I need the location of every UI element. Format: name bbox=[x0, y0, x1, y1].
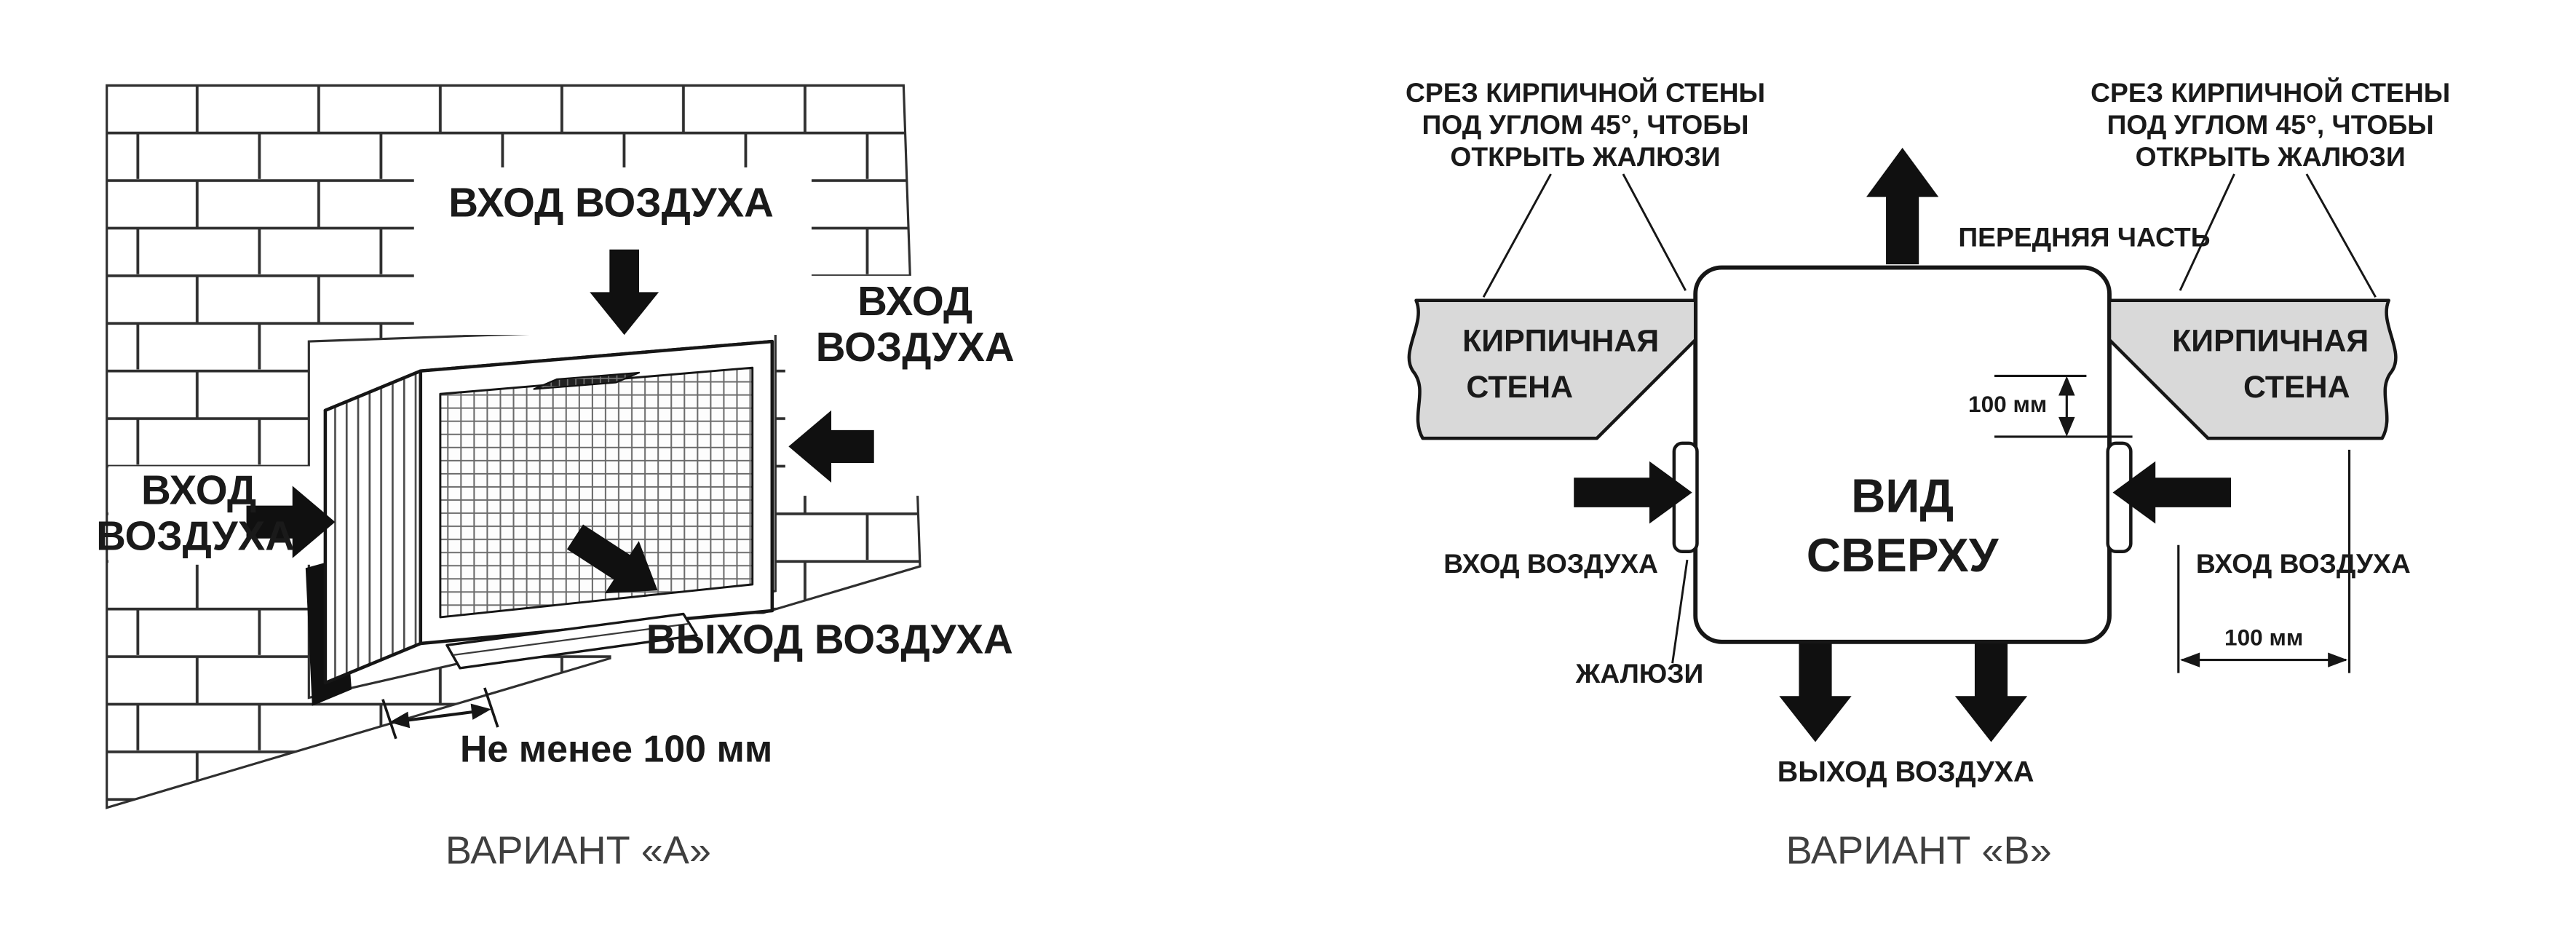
label-brick-wall-right-2: СТЕНА bbox=[2243, 370, 2350, 405]
label-top-view-2: СВЕРХУ bbox=[1807, 528, 2000, 582]
air-outlet-arrow-right bbox=[1954, 643, 2028, 742]
air-inlet-right-arrow-b bbox=[2112, 461, 2232, 524]
label-air-inlet-left-1: ВХОД bbox=[141, 467, 256, 512]
ac-unit-outlet-flap-slat bbox=[453, 622, 689, 656]
brick-wall-left bbox=[1407, 298, 1697, 440]
cut-note-right-1: СРЕЗ КИРПИЧНОЙ СТЕНЫ bbox=[2090, 77, 2450, 108]
ac-unit-top-vent bbox=[533, 371, 641, 390]
brick-wall-right bbox=[2107, 298, 2398, 440]
label-brick-wall-left-1: КИРПИЧНАЯ bbox=[1462, 324, 1659, 359]
cut-note-right-2: ПОД УГЛОМ 45°, ЧТОБЫ bbox=[2107, 109, 2434, 140]
clearance-dimension bbox=[381, 687, 499, 740]
label-air-inlet-right-1: ВХОД bbox=[857, 278, 972, 324]
air-outlet-arrow bbox=[566, 524, 658, 594]
cut-note-left-3: ОТКРЫТЬ ЖАЛЮЗИ bbox=[1450, 141, 1720, 172]
label-dim-100-front: 100 мм bbox=[1968, 391, 2047, 417]
label-top-view-1: ВИД bbox=[1851, 470, 1954, 523]
label-air-outlet: ВЫХОД ВОЗДУХА bbox=[646, 617, 1013, 662]
label-air-inlet-left-b: ВХОД ВОЗДУХА bbox=[1443, 548, 1658, 579]
label-air-inlet-left-2: ВОЗДУХА bbox=[96, 513, 295, 559]
label-brick-wall-right-1: КИРПИЧНАЯ bbox=[2172, 324, 2369, 359]
louvers-leader bbox=[1671, 559, 1689, 664]
label-brick-wall-left-2: СТЕНА bbox=[1466, 370, 1573, 405]
caption-variant-a: ВАРИАНТ «А» bbox=[445, 828, 711, 872]
label-front-part: ПЕРЕДНЯЯ ЧАСТЬ bbox=[1958, 221, 2210, 252]
label-air-inlet-top: ВХОД ВОЗДУХА bbox=[448, 180, 774, 226]
caption-variant-b: ВАРИАНТ «В» bbox=[1786, 828, 2052, 872]
label-louvers: ЖАЛЮЗИ bbox=[1575, 658, 1704, 689]
cut-note-left-1: СРЕЗ КИРПИЧНОЙ СТЕНЫ bbox=[1406, 77, 1765, 108]
label-air-inlet-right-b: ВХОД ВОЗДУХА bbox=[2196, 548, 2411, 579]
ac-unit-front-louver-face bbox=[323, 369, 423, 685]
air-inlet-top-arrow bbox=[590, 249, 659, 336]
cut-note-leaders bbox=[1482, 173, 2377, 298]
ac-unit-side-grille bbox=[439, 366, 754, 619]
dimension-100-side bbox=[2177, 449, 2351, 673]
ac-unit-outlet-flap bbox=[445, 612, 698, 670]
air-inlet-left-arrow-b bbox=[1574, 461, 1692, 524]
dimension-100-front bbox=[1994, 374, 2133, 438]
air-inlet-left-arrow bbox=[246, 486, 336, 558]
label-dim-100-side: 100 мм bbox=[2224, 624, 2303, 650]
label-air-inlet-right-2: ВОЗДУХА bbox=[816, 324, 1015, 370]
label-min-clearance: Не менее 100 мм bbox=[460, 727, 772, 769]
front-part-arrow bbox=[1866, 147, 1939, 265]
variant-b-diagram: СРЕЗ КИРПИЧНОЙ СТЕНЫ ПОД УГЛОМ 45°, ЧТОБ… bbox=[1406, 77, 2450, 872]
ac-unit-top-view bbox=[1693, 265, 2112, 644]
label-air-outlet-b: ВЫХОД ВОЗДУХА bbox=[1778, 756, 2034, 788]
air-outlet-arrow-left bbox=[1779, 643, 1852, 742]
variant-a-diagram: ВХОД ВОЗДУХА ВХОД ВОЗДУХА ВХОД ВОЗДУХА В… bbox=[96, 84, 1035, 872]
cut-note-left-2: ПОД УГЛОМ 45°, ЧТОБЫ bbox=[1422, 109, 1748, 140]
ac-unit-isometric bbox=[323, 339, 774, 685]
cut-note-right-3: ОТКРЫТЬ ЖАЛЮЗИ bbox=[2136, 141, 2406, 172]
